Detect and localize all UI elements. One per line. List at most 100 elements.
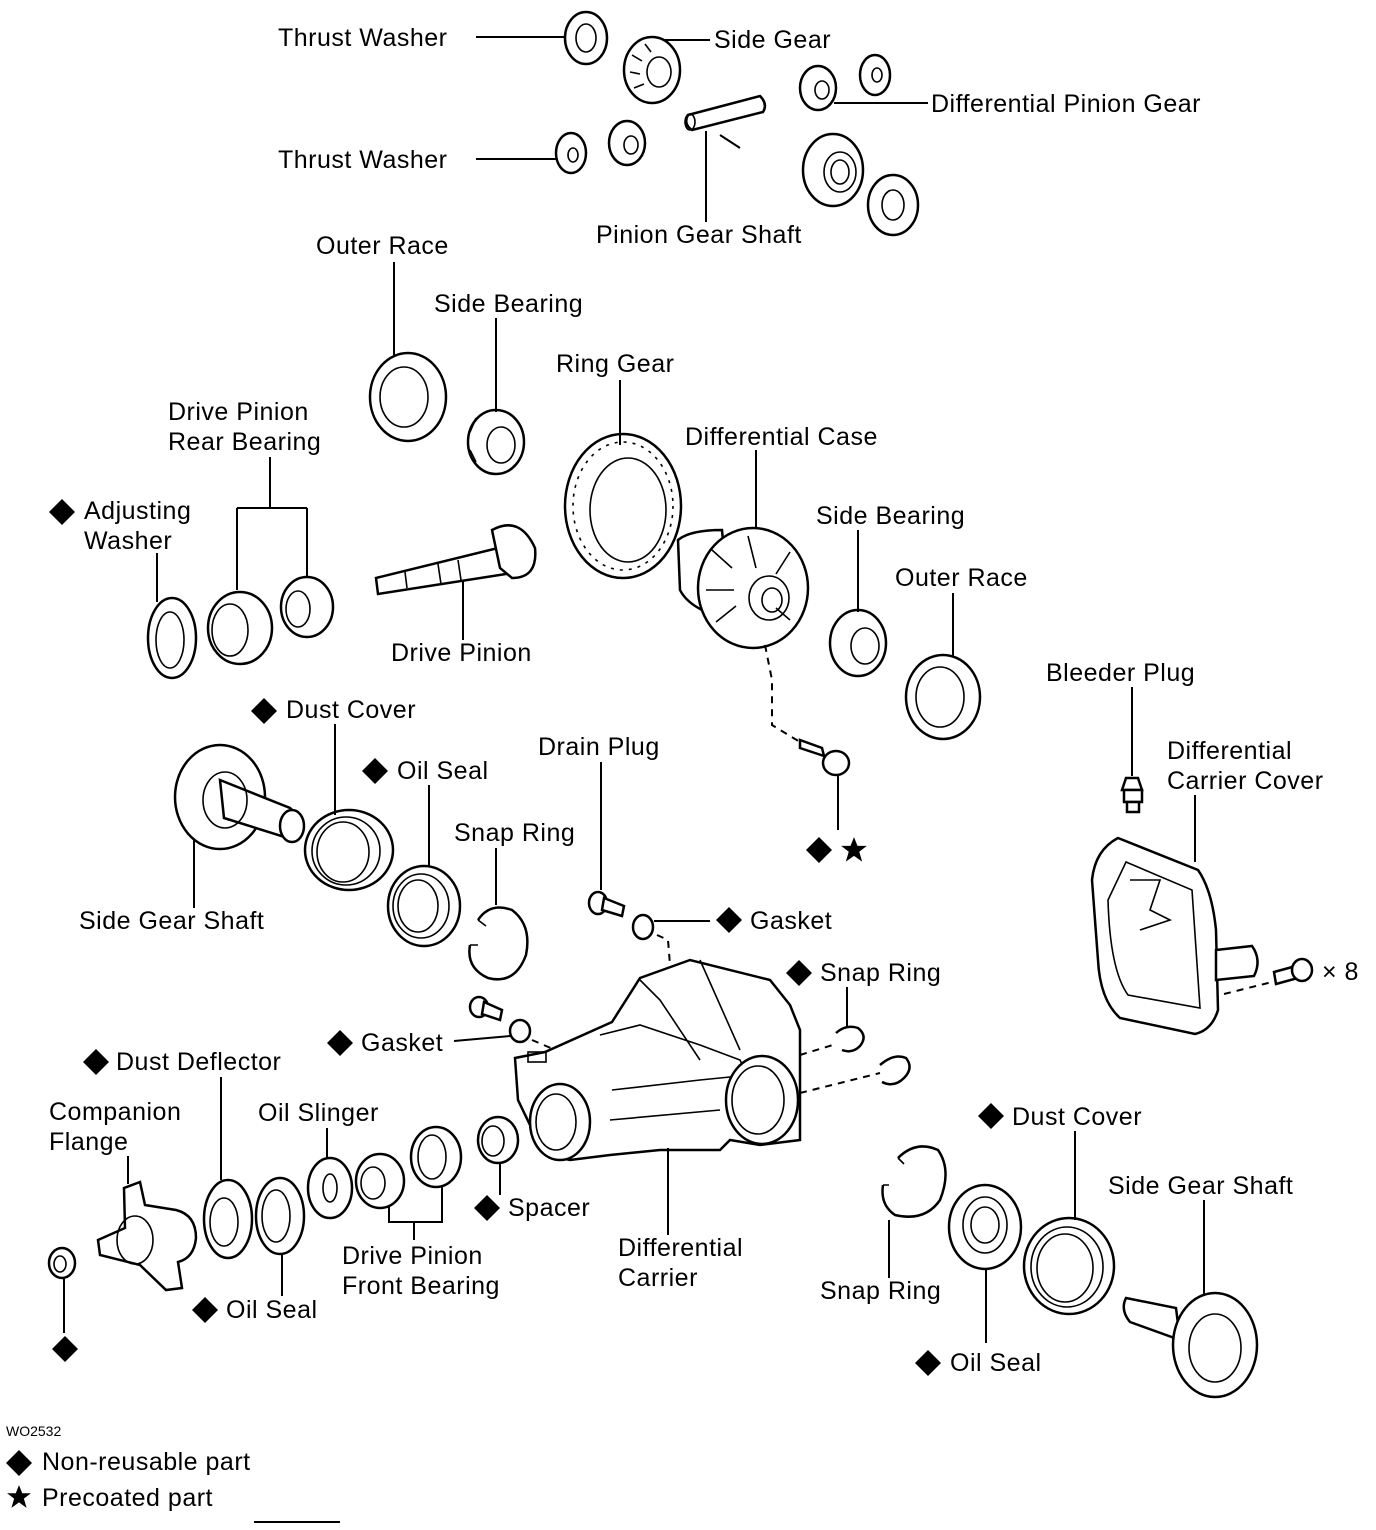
non-reusable-symbol-snap-ring-right: [786, 960, 812, 986]
label-differential-carrier-line1: Differential: [618, 1234, 743, 1262]
label-dust-cover-right: Dust Cover: [1012, 1103, 1142, 1131]
gasket-drain-dash-line: [656, 934, 671, 966]
label-drain-plug: Drain Plug: [538, 733, 660, 761]
label-dust-deflector: Dust Deflector: [116, 1048, 281, 1076]
snap-ring-left-part: [468, 906, 529, 981]
adjusting-washer-part: [146, 596, 198, 680]
non-reusable-symbol-dust-deflector: [83, 1049, 109, 1075]
thrust-washer-bottom-part: [554, 131, 588, 175]
differential-case-part: [676, 526, 810, 650]
side-gear-shaft-left-part: [173, 743, 306, 851]
thrust-washer-top-part: [563, 10, 609, 66]
spacer-part: [476, 1115, 520, 1165]
non-reusable-symbol-gasket-drain: [716, 907, 742, 933]
filler-plug-part: [468, 995, 504, 1022]
label-drive-pinion-front-bearing-line1: Drive Pinion: [342, 1242, 483, 1270]
label-gasket-drain: Gasket: [750, 907, 832, 935]
case-bolt-dash-line: [764, 644, 801, 743]
label-differential-carrier-cover-line2: Carrier Cover: [1167, 767, 1324, 795]
snap-ring-second-dash-line: [799, 1072, 881, 1094]
gasket-filler-dash-line: [531, 1039, 561, 1053]
side-gear-bottom-part: [801, 132, 865, 208]
case-bolt-part: [798, 738, 851, 777]
oil-slinger-part: [306, 1156, 354, 1220]
snap-ring-top-dash-line: [799, 1043, 837, 1056]
label-side-bearing-right: Side Bearing: [816, 502, 965, 530]
differential-carrier-part: [513, 958, 802, 1162]
snap-ring-right-bottom-part: [881, 1145, 947, 1218]
oil-seal-right-part: [947, 1183, 1023, 1271]
legend: Non-reusable part Precoated part: [6, 1448, 251, 1512]
outer-race-right-part: [904, 653, 982, 741]
legend-star-icon: [7, 1485, 31, 1508]
gasket-drain-part: [631, 913, 655, 941]
label-outer-race-left: Outer Race: [316, 232, 449, 260]
pinion-nut-part: [47, 1246, 77, 1280]
thrust-washer-right-part: [866, 173, 920, 237]
drive-pinion-part: [374, 524, 537, 596]
non-reusable-symbol-adjusting-washer: [49, 499, 75, 525]
label-thrust-washer-bottom: Thrust Washer: [278, 146, 448, 174]
non-reusable-symbol-dust-cover-right: [978, 1103, 1004, 1129]
precoated-symbol-case-bolt: [841, 837, 867, 862]
label-side-bearing-left: Side Bearing: [434, 290, 583, 318]
oil-seal-left-part: [386, 864, 462, 948]
differential-pinion-gear-part: [798, 64, 838, 112]
label-cover-bolt-count: × 8: [1322, 958, 1359, 986]
gasket-filler-part: [508, 1018, 532, 1044]
dust-deflector-part: [202, 1178, 254, 1260]
oil-seal-front-part: [254, 1176, 306, 1256]
ring-gear-part: [563, 432, 683, 580]
drive-pinion-rear-bearing-cone-part: [279, 575, 335, 639]
legend-non-reusable: Non-reusable part: [42, 1448, 251, 1476]
label-companion-flange-line2: Flange: [49, 1128, 128, 1156]
drive-pinion-front-bearing-race-part: [409, 1125, 463, 1189]
non-reusable-symbol-case-bolt: [806, 837, 832, 863]
label-differential-carrier-cover-line1: Differential: [1167, 737, 1292, 765]
differential-carrier-cover-part: [1090, 836, 1259, 1036]
non-reusable-symbol-gasket-filler: [327, 1030, 353, 1056]
label-oil-slinger: Oil Slinger: [258, 1099, 379, 1127]
label-dust-cover-left: Dust Cover: [286, 696, 416, 724]
label-companion-flange-line1: Companion: [49, 1098, 181, 1126]
side-gear-top-part: [622, 35, 682, 105]
label-side-gear-shaft-left: Side Gear Shaft: [79, 907, 264, 935]
snap-ring-right-top-part: [835, 1025, 865, 1053]
label-side-gear-shaft-right: Side Gear Shaft: [1108, 1172, 1293, 1200]
label-oil-seal-front: Oil Seal: [226, 1296, 318, 1324]
label-adjusting-washer-line2: Washer: [84, 527, 172, 555]
dust-cover-right-part: [1022, 1216, 1116, 1316]
legend-diamond-icon: [6, 1450, 32, 1476]
label-oil-seal-right: Oil Seal: [950, 1349, 1042, 1377]
non-reusable-symbol-oil-seal-left: [362, 758, 388, 784]
label-gasket-filler: Gasket: [361, 1029, 443, 1057]
label-differential-pinion-gear: Differential Pinion Gear: [931, 90, 1201, 118]
cover-bolt-part: [1272, 957, 1314, 986]
label-oil-seal-left: Oil Seal: [397, 757, 489, 785]
pinion-gear-shaft-part: [684, 94, 767, 149]
non-reusable-symbol-pinion-nut: [52, 1336, 78, 1362]
legend-precoated: Precoated part: [42, 1484, 213, 1512]
drive-pinion-rear-bearing-race-part: [206, 590, 274, 666]
label-adjusting-washer-line1: Adjusting: [84, 497, 191, 525]
label-ring-gear: Ring Gear: [556, 350, 674, 378]
non-reusable-symbol-dust-cover-left: [251, 698, 277, 724]
non-reusable-symbol-oil-seal-front: [192, 1297, 218, 1323]
pinion-thrust-washer-top-part: [858, 53, 892, 97]
label-drive-pinion-rear-bearing-line2: Rear Bearing: [168, 428, 321, 456]
side-gear-shaft-right-part: [1122, 1291, 1259, 1399]
drain-plug-part: [587, 890, 626, 918]
label-snap-ring-left: Snap Ring: [454, 819, 575, 847]
label-snap-ring-right-top: Snap Ring: [820, 959, 941, 987]
side-bearing-right-part: [828, 608, 888, 678]
label-pinion-gear-shaft: Pinion Gear Shaft: [596, 221, 802, 249]
label-drive-pinion-rear-bearing-line1: Drive Pinion: [168, 398, 309, 426]
side-bearing-left-part: [466, 408, 526, 476]
figure-code: WO2532: [6, 1423, 61, 1439]
companion-flange-part: [96, 1180, 198, 1292]
snap-ring-right-second-part: [879, 1055, 911, 1086]
label-outer-race-right: Outer Race: [895, 564, 1028, 592]
label-differential-carrier-line2: Carrier: [618, 1264, 698, 1292]
drive-pinion-front-bearing-cone-part: [354, 1152, 406, 1210]
